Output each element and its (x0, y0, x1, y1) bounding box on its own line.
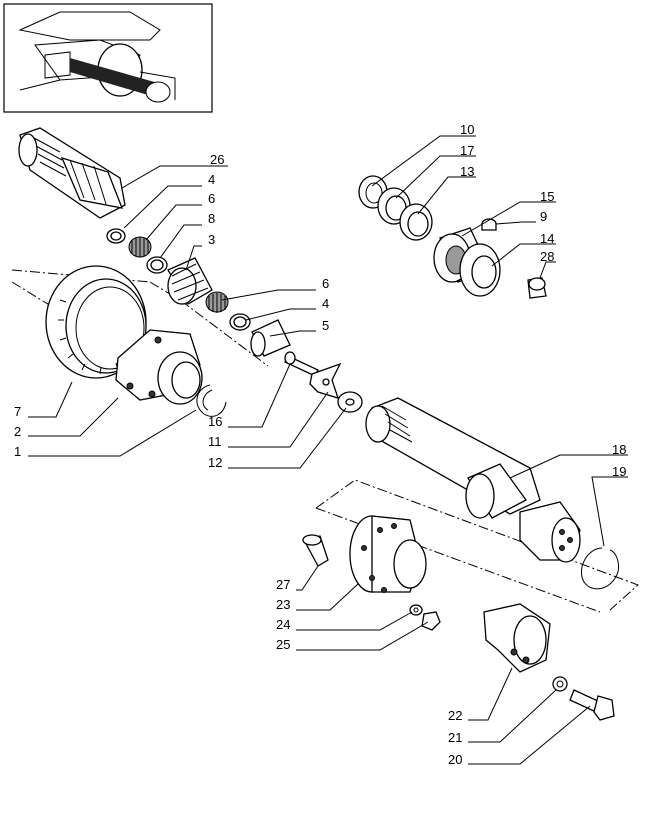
part-6-needle-bearing-2 (205, 291, 229, 313)
callout-25: 25 (276, 637, 290, 652)
callout-26: 26 (210, 152, 224, 167)
callout-28: 28 (540, 249, 554, 264)
callout-7: 7 (14, 404, 21, 419)
part-23-hub-flange (349, 515, 427, 593)
callout-11: 11 (208, 434, 222, 449)
callout-13: 13 (460, 164, 474, 179)
callout-labels: 26 4 6 8 3 6 4 5 7 2 1 16 11 12 10 17 13… (14, 122, 626, 767)
part-27-stud (302, 534, 329, 567)
part-5-planet-pin (250, 319, 291, 357)
part-3-planet-gear (167, 257, 213, 305)
part-12-thrust-washer (337, 391, 363, 413)
part-13-ring (399, 203, 433, 241)
part-26-splined-shaft (18, 127, 126, 219)
callout-4: 4 (208, 172, 215, 187)
callout-24: 24 (276, 617, 290, 632)
part-6-needle-bearing (128, 236, 152, 258)
part-28-cap (527, 277, 547, 299)
part-7-ring-gear (45, 265, 147, 379)
part-20-bolt (569, 689, 615, 721)
callout-18: 18 (612, 442, 626, 457)
callout-22: 22 (448, 708, 462, 723)
callout-3: 3 (208, 232, 215, 247)
callout-21: 21 (448, 730, 462, 745)
callout-9: 9 (540, 209, 547, 224)
callout-12: 12 (208, 455, 222, 470)
part-19-circlip (580, 547, 619, 590)
callout-27: 27 (276, 577, 290, 592)
part-4-washer-2 (229, 313, 251, 331)
part-21-washer (552, 676, 568, 692)
callout-19: 19 (612, 464, 626, 479)
leader-lines (28, 135, 628, 765)
part-14-seal (459, 243, 501, 297)
callout-6-b: 6 (322, 276, 329, 291)
callout-14: 14 (540, 231, 554, 246)
callout-4-b: 4 (322, 296, 329, 311)
callout-2: 2 (14, 424, 21, 439)
callout-6: 6 (208, 191, 215, 206)
part-8-spacer (146, 256, 168, 274)
callout-8: 8 (208, 211, 215, 226)
callout-15: 15 (540, 189, 554, 204)
part-24-washer (409, 604, 423, 616)
part-9-plug (481, 218, 497, 231)
callout-16: 16 (208, 414, 222, 429)
part-25-nut (421, 611, 441, 631)
part-2-planet-carrier (115, 329, 203, 405)
part-4-washer (106, 228, 126, 244)
part-11-lock-plate (309, 362, 342, 399)
part-22-split-collar (483, 603, 551, 673)
part-1-circlip (196, 384, 227, 417)
callout-10: 10 (460, 122, 474, 137)
locator-thumbnail (3, 3, 213, 113)
part-18-output-shaft (365, 397, 581, 563)
callout-23: 23 (276, 597, 290, 612)
callout-20: 20 (448, 752, 462, 767)
callout-17: 17 (460, 143, 474, 158)
callout-1: 1 (14, 444, 21, 459)
callout-5: 5 (322, 318, 329, 333)
